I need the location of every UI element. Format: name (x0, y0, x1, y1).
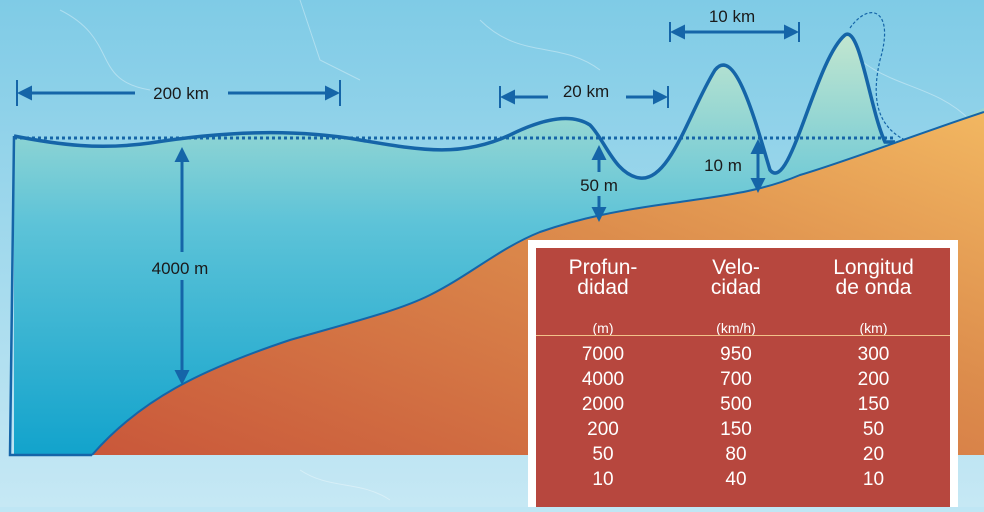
header-divider (536, 335, 950, 336)
header-depth: Profun- didad (548, 256, 658, 299)
breaking-wave-outline (849, 12, 906, 141)
header-speed-line1: Velo- (712, 256, 760, 279)
table-cell: 80 (725, 444, 747, 465)
label-4000m: 4000 m (152, 259, 209, 278)
table-cell: 20 (862, 444, 885, 465)
sea-floor-outline (91, 111, 984, 456)
header-depth-line2: didad (577, 276, 629, 299)
unit-wavelength: (km) (859, 320, 888, 336)
table-cell: 50 (862, 419, 885, 440)
label-50m: 50 m (580, 176, 618, 195)
depth-column: 7000 4000 2000 200 50 10 (548, 342, 658, 492)
table-cell: 4000 (581, 369, 625, 390)
table-cell: 7000 (581, 344, 625, 365)
table-cell: 10 (592, 469, 614, 490)
table-cell: 700 (720, 369, 752, 390)
unit-depth: (m) (592, 320, 614, 336)
header-depth-line1: Profun- (568, 256, 638, 279)
table-cell: 950 (720, 344, 752, 365)
label-200km: 200 km (153, 84, 209, 103)
header-wavelength-line2: de onda (835, 276, 912, 299)
header-wavelength: Longitud de onda (816, 256, 931, 299)
header-speed: Velo- cidad (681, 256, 791, 299)
table-cell: 200 (587, 419, 619, 440)
wavelength-column: 300 200 150 50 20 10 (816, 342, 931, 492)
table-cell: 500 (720, 394, 752, 415)
table-cell: 50 (592, 444, 614, 465)
label-10m: 10 m (704, 156, 742, 175)
distance-10km-arrow (669, 22, 800, 42)
ocean-left-wall (8, 135, 92, 457)
label-10km: 10 km (709, 7, 755, 26)
label-20km: 20 km (563, 82, 609, 101)
distance-200km-arrow (16, 80, 341, 106)
wave-surface (13, 32, 895, 180)
table-cell: 10 (862, 469, 885, 490)
table-cell: 40 (725, 469, 747, 490)
speed-column: 950 700 500 150 80 40 (681, 342, 791, 492)
distance-20km-arrow (499, 86, 669, 108)
table-cell: 200 (857, 369, 890, 390)
header-wavelength-line1: Longitud (833, 256, 914, 279)
tsunami-data-table: Profun- didad Velo- cidad Longitud de on… (528, 240, 958, 507)
table-cell: 300 (857, 344, 890, 365)
table-cell: 2000 (581, 394, 625, 415)
table-cell: 150 (857, 394, 890, 415)
unit-speed: (km/h) (716, 320, 756, 336)
table-cell: 150 (720, 419, 752, 440)
header-speed-line2: cidad (710, 276, 762, 299)
